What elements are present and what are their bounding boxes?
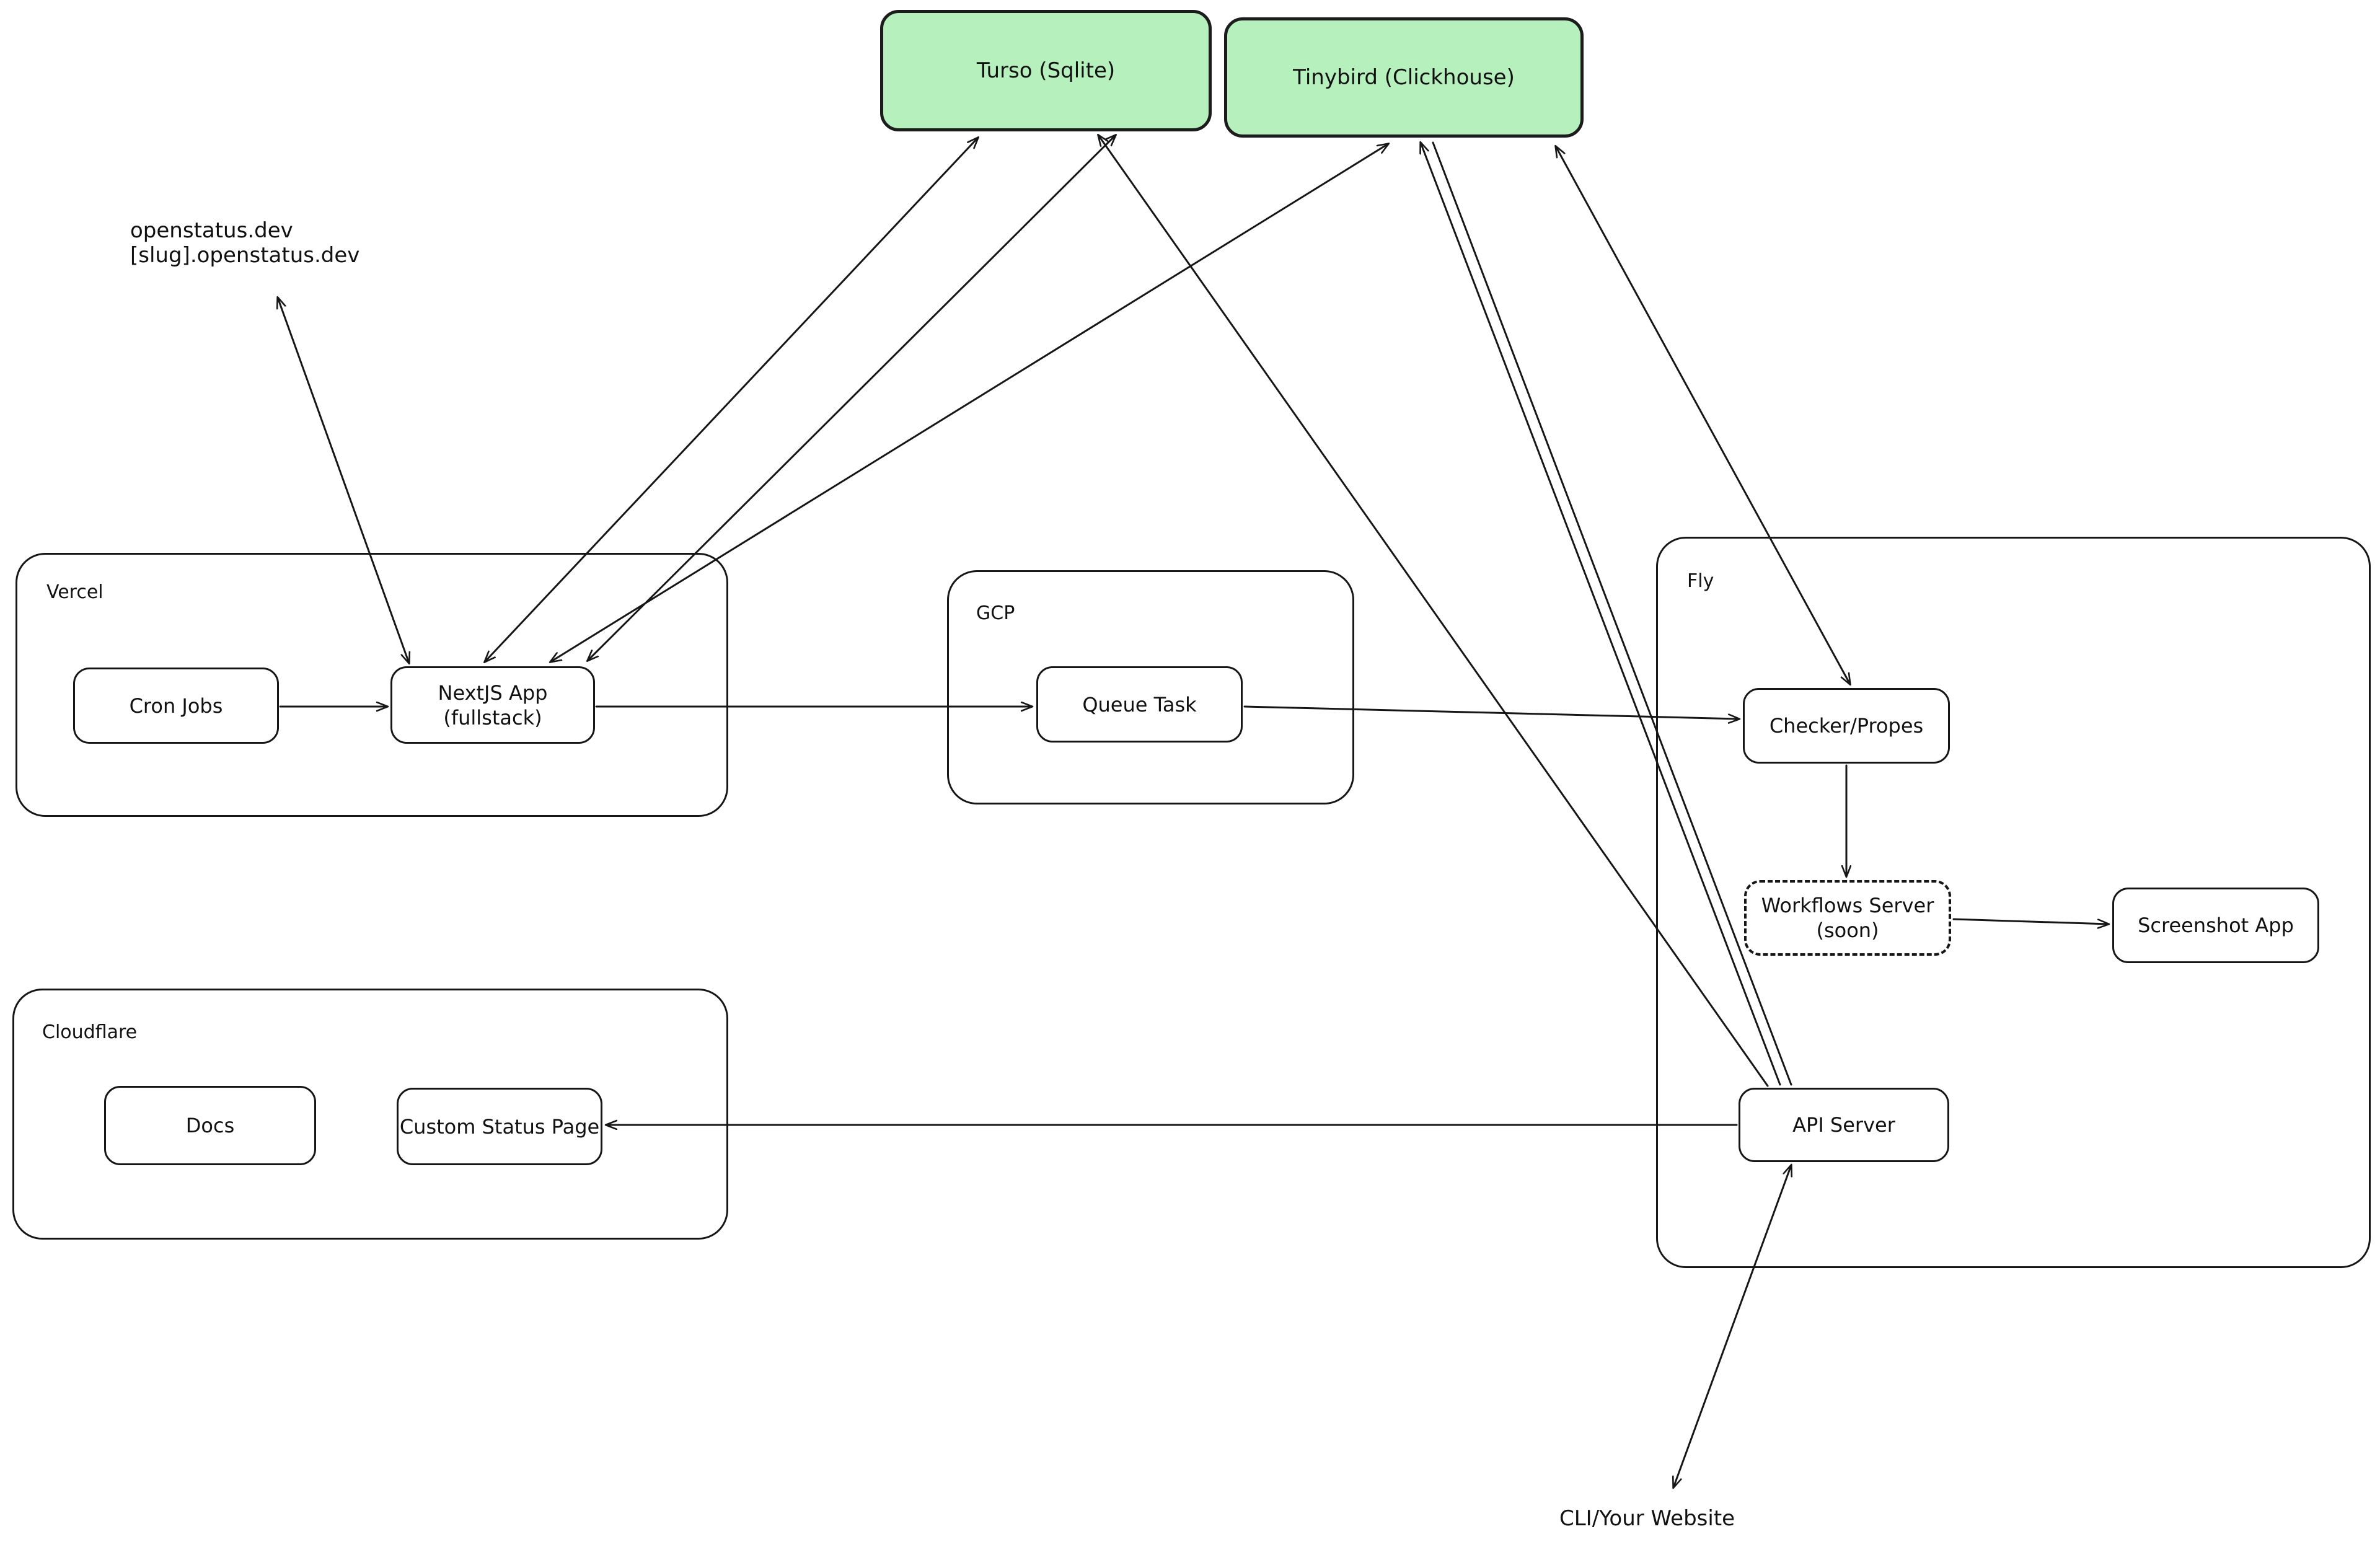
group-cloudflare [12, 989, 728, 1240]
node-queue-task[interactable]: Queue Task [1036, 666, 1243, 743]
node-api-server[interactable]: API Server [1739, 1088, 1949, 1162]
node-tinybird[interactable]: Tinybird (Clickhouse) [1224, 17, 1584, 138]
group-label-fly: Fly [1687, 570, 1714, 592]
node-checker-probes[interactable]: Checker/Propes [1743, 688, 1950, 764]
node-turso[interactable]: Turso (Sqlite) [880, 10, 1212, 131]
node-workflows-server[interactable]: Workflows Server (soon) [1744, 880, 1951, 956]
group-gcp [947, 570, 1354, 804]
group-label-vercel: Vercel [46, 581, 104, 603]
node-label-api-server: API Server [1792, 1113, 1895, 1137]
node-label-workflows-server: Workflows Server (soon) [1761, 894, 1934, 942]
node-label-tinybird: Tinybird (Clickhouse) [1293, 64, 1515, 90]
node-label-screenshot-app: Screenshot App [2138, 914, 2294, 937]
node-custom-status-page[interactable]: Custom Status Page [397, 1088, 602, 1165]
node-label-custom-status-page: Custom Status Page [399, 1114, 600, 1139]
cli-website-label: CLI/Your Website [1559, 1506, 1735, 1531]
group-vercel [15, 553, 728, 817]
node-label-checker-probes: Checker/Propes [1769, 714, 1924, 738]
domains-label: openstatus.dev [slug].openstatus.dev [130, 218, 360, 268]
node-docs[interactable]: Docs [104, 1086, 316, 1165]
node-screenshot-app[interactable]: Screenshot App [2112, 888, 2319, 963]
node-label-turso: Turso (Sqlite) [976, 58, 1116, 83]
node-nextjs-app[interactable]: NextJS App (fullstack) [390, 666, 595, 744]
node-label-queue-task: Queue Task [1082, 692, 1197, 716]
group-label-gcp: GCP [976, 602, 1015, 624]
group-label-cloudflare: Cloudflare [42, 1021, 138, 1043]
node-label-docs: Docs [185, 1114, 235, 1137]
node-label-cron-jobs: Cron Jobs [129, 694, 223, 718]
node-cron-jobs[interactable]: Cron Jobs [73, 668, 279, 744]
node-label-nextjs-app: NextJS App (fullstack) [438, 681, 548, 729]
group-fly [1656, 537, 2371, 1268]
